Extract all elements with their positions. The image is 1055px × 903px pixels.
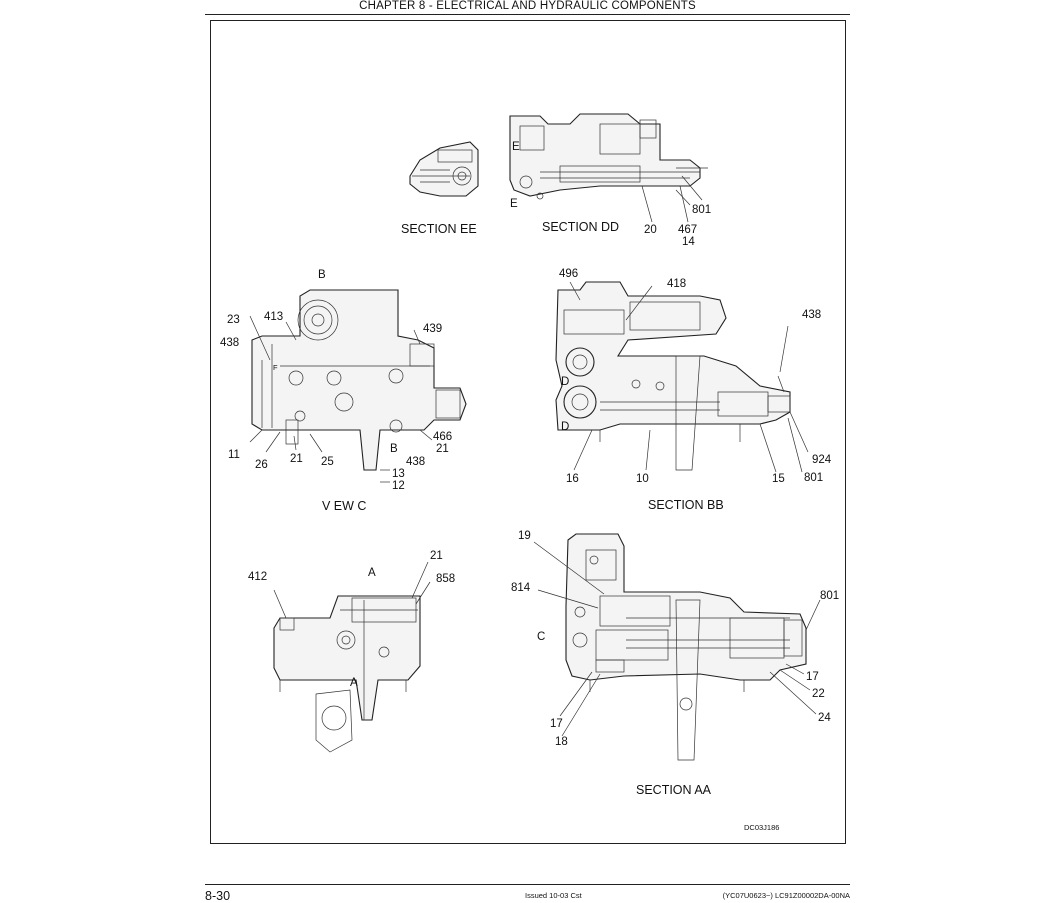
callout-25: 25 [321, 456, 334, 468]
callout-814: 814 [511, 582, 531, 594]
callout-21-left: 21 [290, 453, 303, 465]
callout-23: 23 [227, 314, 240, 326]
callout-16: 16 [566, 473, 579, 485]
callout-496: 496 [559, 268, 578, 280]
callout-418: 418 [667, 278, 686, 290]
section-ee-caption: SECTION EE [401, 222, 477, 236]
callout-15: 15 [772, 473, 785, 485]
callout-21-right: 21 [436, 443, 449, 455]
callout-466: 466 [433, 431, 452, 443]
callout-438-bottom: 438 [406, 456, 425, 468]
callout-10: 10 [636, 473, 649, 485]
callout-26: 26 [255, 459, 268, 471]
view-a-marker-a-top: A [368, 567, 376, 579]
issued-date: Issued 10-03 Cst [525, 891, 582, 900]
callout-20: 20 [644, 224, 657, 236]
callout-412: 412 [248, 571, 267, 583]
section-bb-marker-d-top: D [561, 376, 569, 388]
callout-413: 413 [264, 311, 283, 323]
view-c-marker-b-bottom: B [390, 443, 398, 455]
callout-24: 24 [818, 712, 831, 724]
page-header: CHAPTER 8 - ELECTRICAL AND HYDRAULIC COM… [205, 0, 850, 15]
callout-924: 924 [812, 454, 832, 466]
view-a-marker-a-bottom: A [350, 677, 358, 689]
view-a-drawing [273, 561, 431, 753]
section-dd-drawing [509, 113, 708, 223]
callout-17-right: 17 [806, 671, 819, 683]
section-aa-marker-c: C [537, 631, 545, 643]
callout-19: 19 [518, 530, 531, 542]
page-footer: 8-30 Issued 10-03 Cst (YC07U0623~) LC91Z… [205, 884, 850, 903]
callout-858: 858 [436, 573, 455, 585]
view-c-caption: V EW C [322, 499, 366, 513]
callout-438-left: 438 [220, 337, 239, 349]
section-ee-drawing [409, 141, 479, 197]
section-dd-marker-e-top: E [512, 141, 520, 153]
callout-22: 22 [812, 688, 825, 700]
chapter-title: CHAPTER 8 - ELECTRICAL AND HYDRAULIC COM… [359, 0, 696, 12]
callout-467: 467 [678, 224, 697, 236]
callout-439: 439 [423, 323, 442, 335]
callout-11: 11 [228, 449, 240, 461]
document-code: (YC07U0623~) LC91Z00002DA-00NA [722, 891, 850, 900]
figure-frame [210, 20, 846, 844]
callout-12: 12 [392, 480, 405, 492]
callout-438-bb: 438 [802, 309, 821, 321]
callout-801: 801 [692, 204, 711, 216]
section-bb-drawing [555, 281, 809, 473]
callout-17-left: 17 [550, 718, 563, 730]
view-c-marker-b-top: B [318, 269, 326, 281]
callout-801-aa: 801 [820, 590, 839, 602]
section-aa-drawing [533, 533, 821, 761]
section-dd-marker-e-bottom: E [510, 198, 518, 210]
view-c-marker-f: F [273, 363, 278, 372]
section-bb-marker-d-bottom: D [561, 421, 569, 433]
page-number: 8-30 [205, 889, 231, 903]
figure-id: DC03J186 [744, 823, 779, 832]
callout-801-bb: 801 [804, 472, 823, 484]
section-dd-caption: SECTION DD [542, 220, 619, 234]
callout-18: 18 [555, 736, 568, 748]
callout-14: 14 [682, 236, 695, 248]
callout-21-a: 21 [430, 550, 443, 562]
section-bb-caption: SECTION BB [648, 498, 724, 512]
view-c-drawing [249, 289, 467, 483]
section-aa-caption: SECTION AA [636, 783, 712, 797]
callout-13: 13 [392, 468, 405, 480]
